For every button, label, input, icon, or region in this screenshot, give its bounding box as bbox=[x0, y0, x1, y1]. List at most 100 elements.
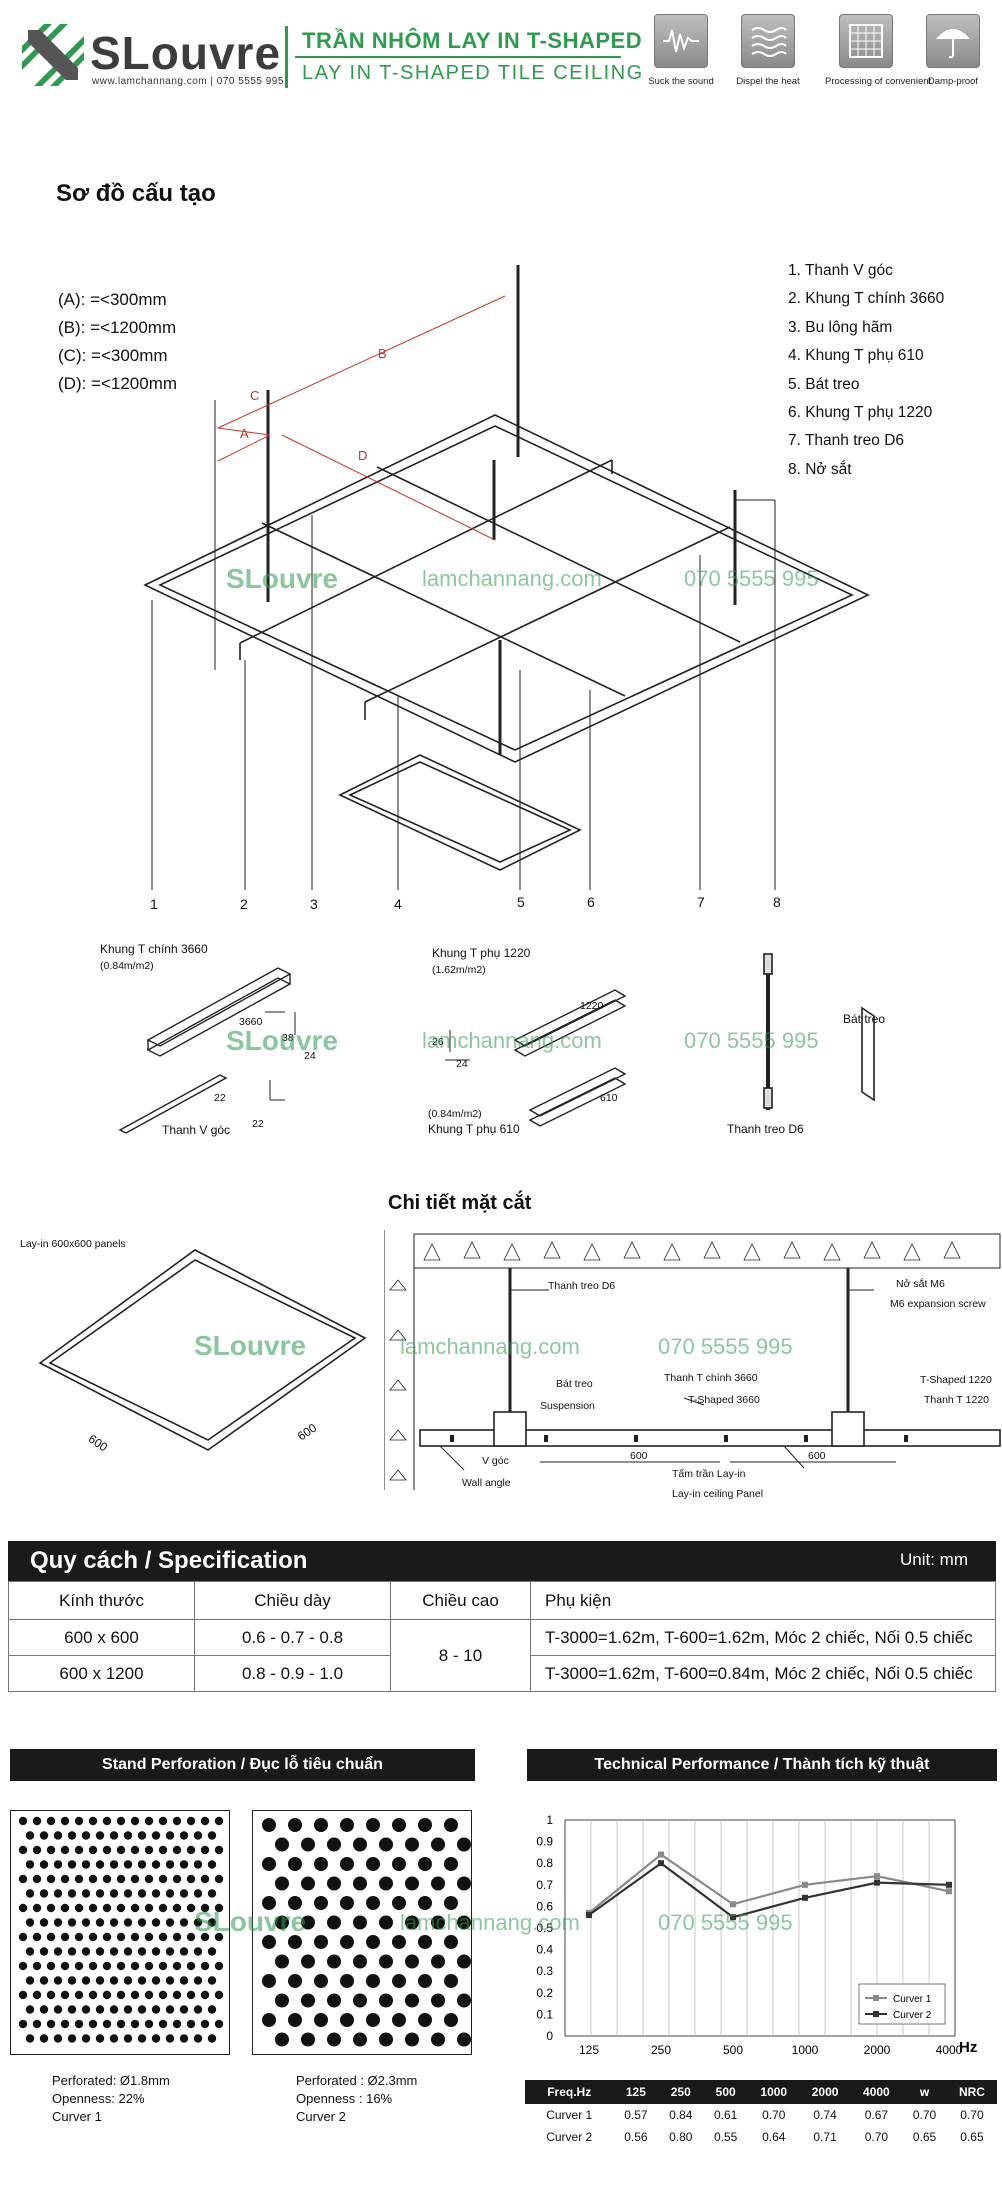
perforation-hole bbox=[67, 1947, 77, 1956]
ceiling-grid-diagram: B A C D bbox=[143, 265, 870, 890]
sub-610-length: 610 bbox=[600, 1092, 618, 1104]
perforation-hole bbox=[262, 1857, 276, 1871]
perforation-hole bbox=[165, 1831, 175, 1840]
label-bracket: Bát treo bbox=[843, 1012, 886, 1026]
perforation-hole bbox=[25, 1860, 35, 1869]
watermark-logo: SLouvre bbox=[226, 1025, 339, 1056]
perforation-hole bbox=[165, 2005, 175, 2014]
structure-legend: 1. Thanh V góc 2. Khung T chính 3660 3. … bbox=[788, 257, 944, 484]
perforation-hole bbox=[405, 1837, 419, 1852]
table-row: Curver 1 0.57 0.84 0.61 0.70 0.74 0.67 0… bbox=[546, 2108, 984, 2122]
span-dim-1: 600 bbox=[630, 1450, 648, 1462]
column-header: Kính thước bbox=[8, 1581, 195, 1620]
perforation-hole bbox=[144, 1816, 154, 1826]
label-main-t: Khung T chính 3660 bbox=[100, 942, 208, 956]
column-header: 125 bbox=[613, 2080, 659, 2104]
perforation-hole bbox=[74, 2019, 84, 2029]
perforation-hole bbox=[327, 1954, 341, 1969]
perforation-hole bbox=[186, 1816, 196, 1826]
perforation-hole bbox=[207, 1831, 217, 1840]
dim-letter-a: A bbox=[240, 426, 249, 441]
y-tick-label: 0.5 bbox=[536, 1921, 553, 1935]
label-rod: Thanh treo D6 bbox=[727, 1122, 804, 1136]
perforation-hole bbox=[25, 1918, 35, 1927]
perforation-hole bbox=[25, 2034, 35, 2043]
perforation-hole bbox=[102, 1874, 112, 1884]
perforation-hole bbox=[116, 1990, 126, 2000]
perforation-hole bbox=[179, 1831, 189, 1840]
perforation-hole bbox=[18, 2019, 28, 2029]
perforation-hole bbox=[102, 1903, 112, 1913]
perforation-hole bbox=[151, 2005, 161, 2014]
data-point bbox=[658, 1851, 664, 1858]
x-tick-label: 2000 bbox=[864, 2043, 891, 2057]
perforation-hole bbox=[144, 1961, 154, 1971]
perforation-hole bbox=[144, 1932, 154, 1942]
perforation-hole bbox=[431, 1915, 445, 1930]
column-header: Freq.Hz bbox=[525, 2080, 614, 2104]
perforation-hole bbox=[116, 1845, 126, 1855]
plot-area bbox=[564, 1819, 956, 2037]
section-heading: Chi tiết mặt cắt bbox=[388, 1192, 532, 1214]
perforation-hole bbox=[457, 1876, 471, 1891]
tee-1220-label-vn: Thanh T 1220 bbox=[924, 1394, 989, 1406]
perforation-hole bbox=[327, 1837, 341, 1852]
perforation-hole bbox=[179, 1918, 189, 1927]
perforation-hole bbox=[60, 2019, 70, 2029]
perforation-hole bbox=[18, 1903, 28, 1913]
perforation-hole bbox=[214, 2019, 224, 2029]
umbrella-icon bbox=[926, 14, 980, 68]
perforation-hole bbox=[123, 1976, 133, 1985]
perforation-hole bbox=[275, 1915, 289, 1930]
perforation-hole bbox=[379, 1876, 393, 1891]
watermark-phone: 070 5555 995 bbox=[658, 1910, 793, 1935]
perforation-hole bbox=[25, 1976, 35, 1985]
perforation-hole bbox=[95, 1947, 105, 1956]
perforation-hole bbox=[165, 1860, 175, 1869]
perforation-spec-1: Perforated: Ø1.8mm Openness: 22% Curver … bbox=[52, 2073, 170, 2124]
perforation-hole bbox=[431, 1876, 445, 1891]
perforation-hole bbox=[46, 1903, 56, 1913]
perforation-hole bbox=[366, 1857, 380, 1871]
header-rule bbox=[295, 56, 621, 58]
perforation-hole bbox=[340, 2013, 354, 2027]
y-tick-label: 1 bbox=[546, 1813, 553, 1827]
perforation-hole bbox=[405, 2032, 419, 2047]
perforation-hole bbox=[137, 2005, 147, 2014]
perforation-hole bbox=[444, 1896, 458, 1910]
spec-title: Quy cách / Specification bbox=[30, 1547, 308, 1574]
column-header: Phụ kiện bbox=[530, 1581, 996, 1620]
watermark-site: lamchannang.com bbox=[400, 1334, 580, 1359]
perforation-hole bbox=[116, 1961, 126, 1971]
perforation-hole bbox=[95, 2034, 105, 2043]
perforation-hole bbox=[67, 1976, 77, 1985]
perforation-hole bbox=[18, 1816, 28, 1826]
perforation-hole bbox=[32, 1903, 42, 1913]
perforation-hole bbox=[81, 1947, 91, 1956]
data-point bbox=[946, 1881, 952, 1888]
perforation-hole bbox=[67, 2005, 77, 2014]
perforation-hole bbox=[200, 1932, 210, 1942]
perforation-hole bbox=[74, 1816, 84, 1826]
label-v-angle: Thanh V góc bbox=[162, 1123, 231, 1137]
v-angle-dim-2: 22 bbox=[252, 1118, 264, 1130]
legend-label: Curver 2 bbox=[893, 2010, 932, 2021]
perforation-hole bbox=[207, 1918, 217, 1927]
perforation-hole bbox=[130, 1816, 140, 1826]
perforation-hole bbox=[46, 1932, 56, 1942]
table-cell: 0.8 - 0.9 - 1.0 bbox=[194, 1655, 391, 1692]
perforation-hole bbox=[151, 1860, 161, 1869]
perforation-hole bbox=[88, 1874, 98, 1884]
callout-8: 8 bbox=[773, 894, 781, 910]
perforation-hole bbox=[418, 1896, 432, 1910]
data-point bbox=[874, 1879, 880, 1886]
grid-panel-icon bbox=[839, 14, 893, 68]
perforation-hole bbox=[53, 1947, 63, 1956]
column-header: 2000 bbox=[799, 2080, 851, 2104]
perforation-hole bbox=[95, 1918, 105, 1927]
perforation-hole bbox=[366, 1896, 380, 1910]
table-row: Curver 2 0.56 0.80 0.55 0.64 0.71 0.70 0… bbox=[546, 2130, 984, 2144]
x-tick-label: 250 bbox=[651, 2043, 671, 2057]
perforation-hole bbox=[405, 1993, 419, 2008]
feature-heat: Dispel the heat bbox=[727, 14, 809, 87]
